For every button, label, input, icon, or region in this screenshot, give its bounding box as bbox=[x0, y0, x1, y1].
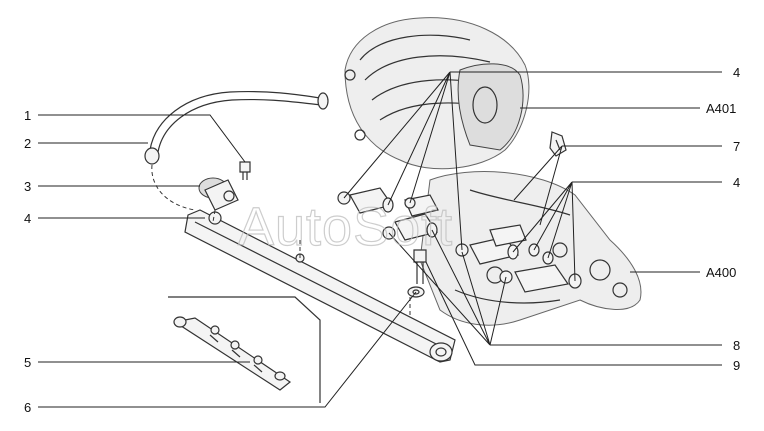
leader-1 bbox=[38, 114, 246, 163]
callout-3: 3 bbox=[24, 179, 31, 194]
intake-manifold bbox=[344, 17, 530, 170]
watermark: AutoSoft bbox=[238, 197, 453, 257]
callout-8: 8 bbox=[733, 338, 740, 353]
callout-6: 6 bbox=[24, 400, 31, 415]
callout-a401: A401 bbox=[706, 101, 736, 116]
leader-9 bbox=[425, 261, 722, 366]
callout-5: 5 bbox=[24, 355, 31, 370]
callout-7: 7 bbox=[733, 139, 740, 154]
callout-labels: 1 2 3 4 5 6 4 A401 7 4 A400 8 9 bbox=[24, 65, 740, 415]
pressure-regulator bbox=[198, 177, 239, 223]
callout-2: 2 bbox=[24, 136, 31, 151]
callout-4-top: 4 bbox=[733, 65, 740, 80]
callout-4-left: 4 bbox=[24, 211, 31, 226]
regulator-bolt bbox=[239, 161, 251, 180]
leader-6 bbox=[38, 291, 417, 408]
injector-lower-2 bbox=[499, 264, 582, 293]
callout-a400: A400 bbox=[706, 265, 736, 280]
callout-9: 9 bbox=[733, 358, 740, 373]
rail-assembly-inset bbox=[168, 296, 321, 403]
vacuum-hose bbox=[144, 90, 329, 211]
fuel-rail bbox=[184, 209, 456, 363]
callout-1: 1 bbox=[24, 108, 31, 123]
callout-4-right: 4 bbox=[733, 175, 740, 190]
leader-lines bbox=[38, 71, 722, 408]
injector-clip bbox=[549, 131, 567, 157]
